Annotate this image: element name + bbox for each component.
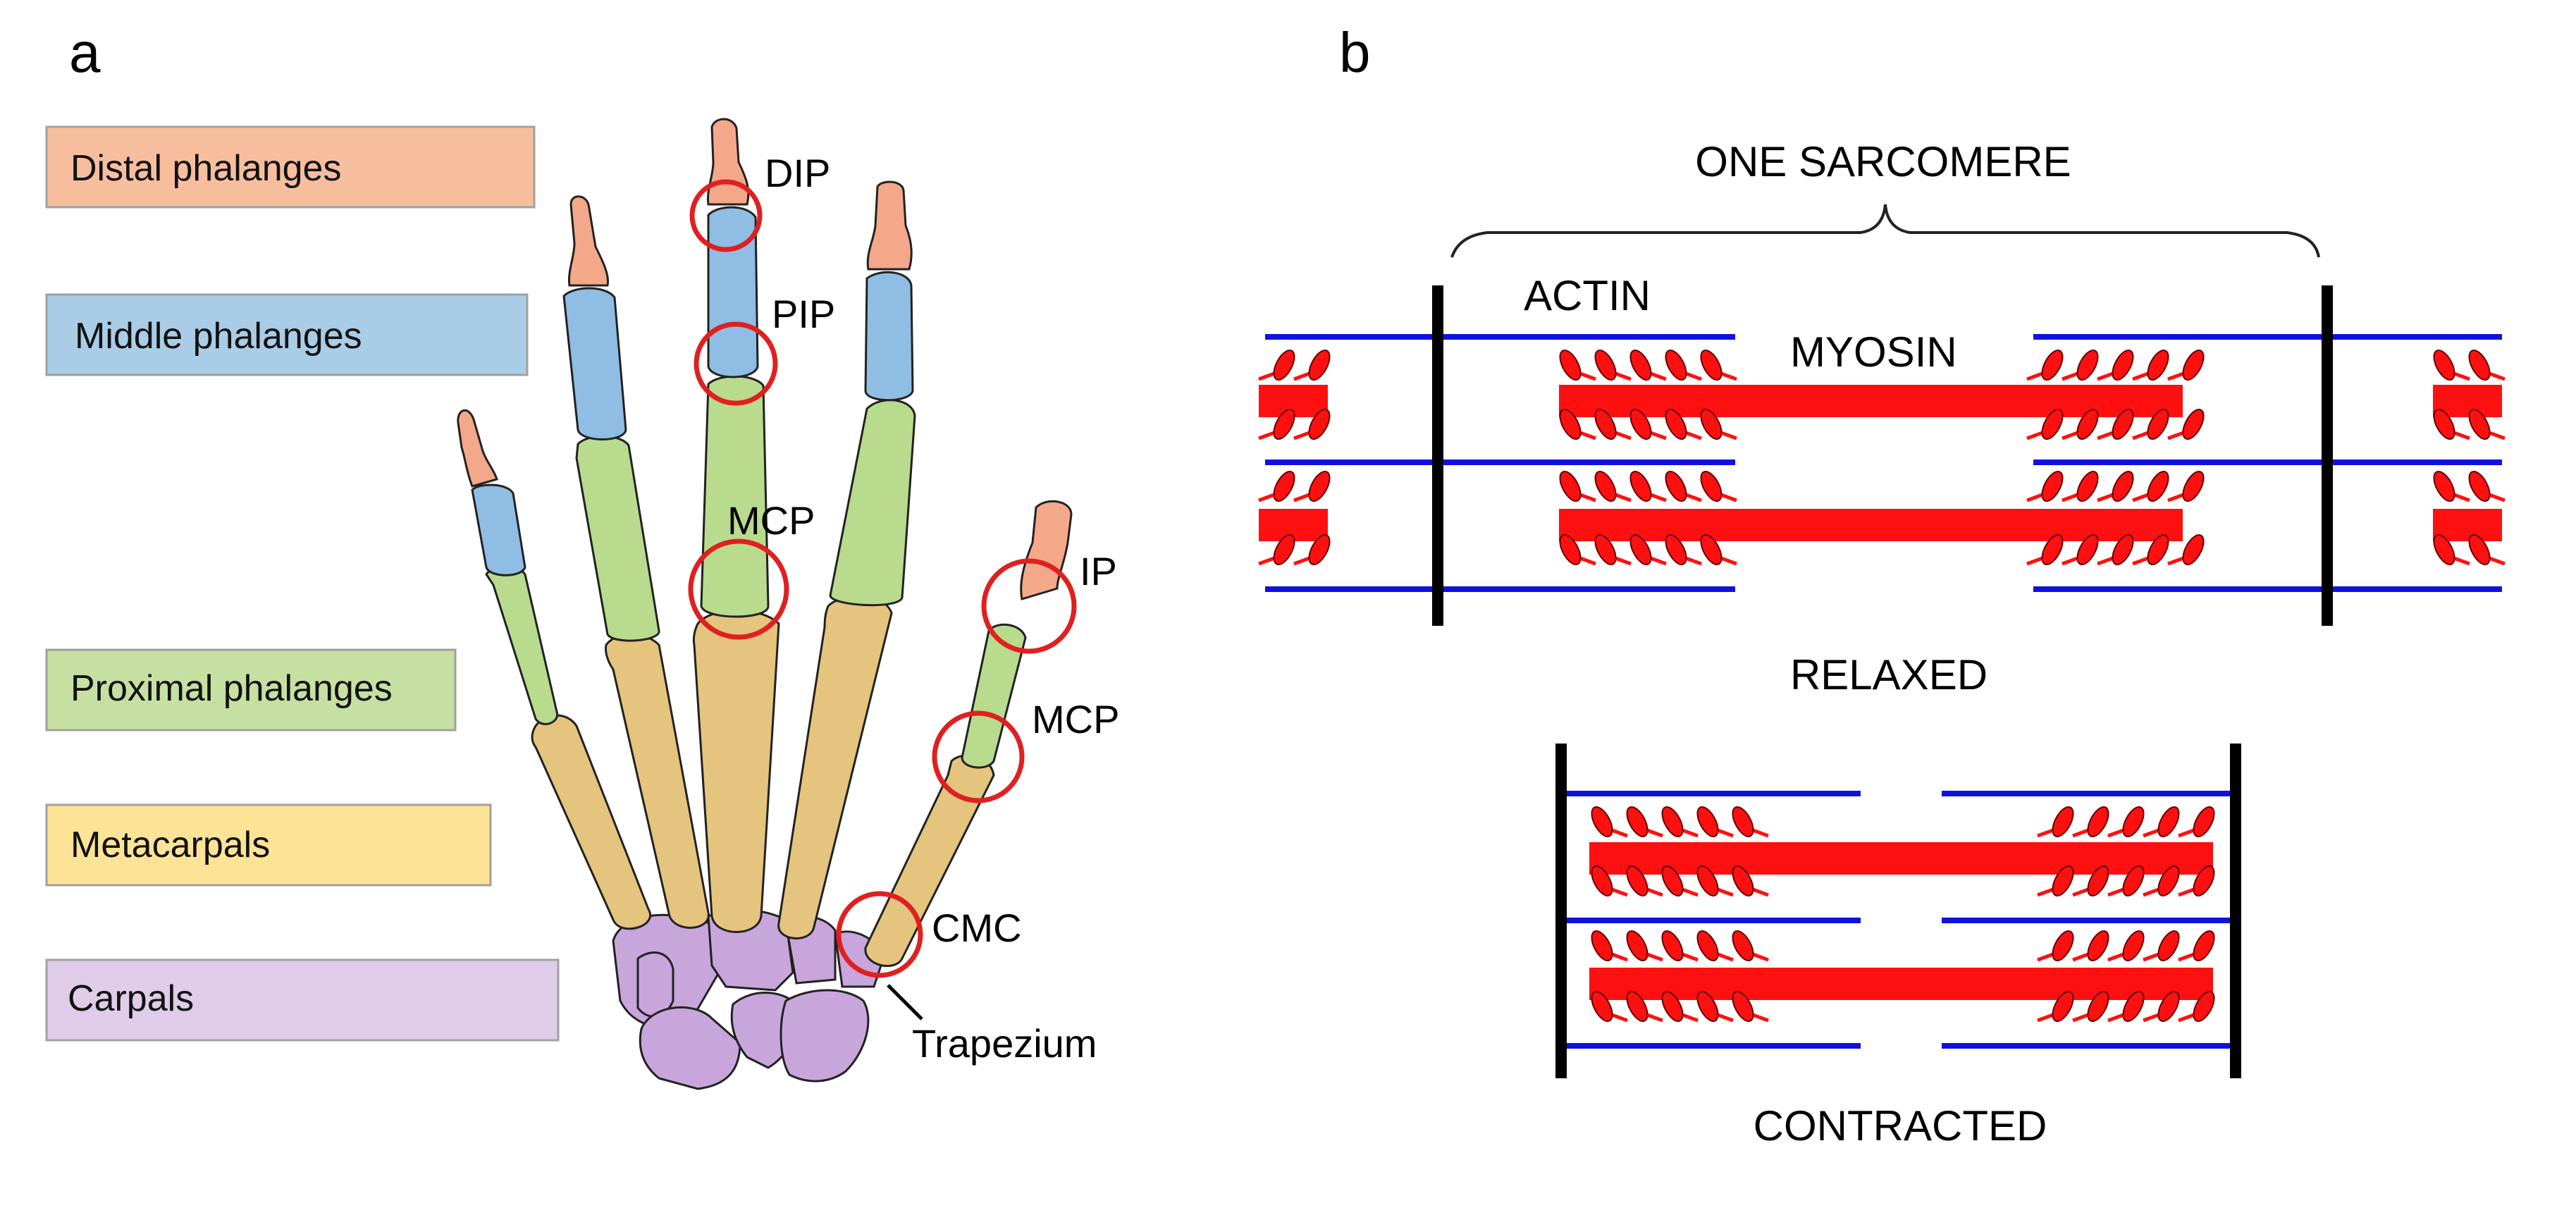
myosin-head xyxy=(2027,469,2067,505)
myosin-head xyxy=(2133,347,2173,383)
relaxed-actin-filaments xyxy=(1265,334,2502,592)
label-dip: DIP xyxy=(765,151,830,195)
myosin-head xyxy=(2168,347,2208,383)
panel-a-letter: a xyxy=(69,21,101,84)
label-ip: IP xyxy=(1080,549,1117,593)
contracted-actin-filaments xyxy=(1561,791,2236,1049)
myosin-head xyxy=(1693,804,1733,840)
legend-proximal-label: Proximal phalanges xyxy=(70,668,393,709)
myosin-head xyxy=(1294,469,1334,505)
myosin-head xyxy=(2465,347,2505,383)
myosin-head xyxy=(2429,347,2470,383)
myosin-head xyxy=(1728,804,1768,840)
label-cmc: CMC xyxy=(932,906,1022,950)
legend-metacarpal: Metacarpals xyxy=(45,803,492,887)
legend-distal: Distal phalanges xyxy=(45,125,536,209)
label-pip: PIP xyxy=(772,292,835,336)
myosin-head xyxy=(1728,928,1768,964)
myosin-head xyxy=(1591,347,1631,383)
myosin-head xyxy=(2062,347,2102,383)
myosin-head xyxy=(1555,347,1596,383)
myosin-head xyxy=(2143,928,2183,964)
myosin-head xyxy=(1696,347,1737,383)
label-mcp-finger: MCP xyxy=(727,498,815,543)
panel-b-letter: b xyxy=(1339,21,1371,84)
joint-mcp-thumb xyxy=(932,710,1025,803)
joint-dip xyxy=(689,179,763,252)
myosin-head xyxy=(2097,347,2138,383)
legend-middle: Middle phalanges xyxy=(45,293,529,376)
myosin-head xyxy=(1658,928,1698,964)
legend-proximal: Proximal phalanges xyxy=(45,648,457,732)
metacarpal-bones xyxy=(531,595,995,968)
label-relaxed: RELAXED xyxy=(1790,651,1988,698)
myosin-head xyxy=(2168,469,2208,505)
myosin-head xyxy=(2062,469,2102,505)
relaxed-z-lines xyxy=(1432,285,2333,626)
joint-markers xyxy=(688,179,1077,978)
myosin-head xyxy=(2108,928,2148,964)
proximal-phalanx-bones xyxy=(485,375,1027,769)
sarcomere-brace xyxy=(1450,204,2320,258)
label-mcp-thumb: MCP xyxy=(1032,697,1119,741)
myosin-head xyxy=(2429,469,2470,505)
myosin-head xyxy=(2038,804,2078,840)
myosin-head xyxy=(2108,804,2148,840)
myosin-head xyxy=(1259,347,1299,383)
legend-metacarpal-label: Metacarpals xyxy=(70,825,270,865)
relaxed-myosin-filaments xyxy=(1259,385,2502,541)
myosin-head xyxy=(1658,804,1698,840)
joint-mcp-finger xyxy=(688,538,789,640)
myosin-head xyxy=(2178,804,2219,840)
label-myosin: MYOSIN xyxy=(1790,328,1957,376)
contracted-sarcomere xyxy=(1555,744,2241,1078)
myosin-head xyxy=(2133,469,2173,505)
myosin-head xyxy=(1661,469,1701,505)
myosin-head xyxy=(2027,347,2067,383)
myosin-head xyxy=(1587,928,1627,964)
myosin-head xyxy=(1696,469,1737,505)
myosin-head xyxy=(2178,928,2219,964)
joint-pip xyxy=(694,321,778,406)
myosin-head xyxy=(2465,469,2505,505)
myosin-head xyxy=(1661,347,1701,383)
myosin-head xyxy=(2143,804,2183,840)
trapezium-pointer xyxy=(887,984,923,1020)
joint-ip xyxy=(981,558,1077,654)
joint-cmc xyxy=(836,891,923,978)
middle-phalanx-bones xyxy=(471,206,914,576)
legend-carpal: Carpals xyxy=(45,958,560,1042)
label-actin: ACTIN xyxy=(1524,272,1651,319)
myosin-head xyxy=(1591,469,1631,505)
myosin-head xyxy=(1587,804,1627,840)
contracted-z-lines xyxy=(1555,744,2241,1078)
legend-distal-label: Distal phalanges xyxy=(70,148,341,189)
myosin-head xyxy=(1622,928,1663,964)
label-trapezium: Trapezium xyxy=(912,1021,1097,1066)
contracted-myosin-filaments xyxy=(1589,842,2213,1000)
myosin-head xyxy=(1555,469,1596,505)
myosin-head xyxy=(2073,804,2113,840)
myosin-head xyxy=(2097,469,2138,505)
label-contracted: CONTRACTED xyxy=(1754,1102,2047,1149)
relaxed-sarcomere xyxy=(1259,285,2505,626)
myosin-head xyxy=(1693,928,1733,964)
myosin-head xyxy=(1626,469,1666,505)
myosin-head xyxy=(1259,469,1299,505)
legend-carpal-label: Carpals xyxy=(68,978,194,1019)
hand-skeleton xyxy=(457,118,1073,1090)
myosin-head xyxy=(1294,347,1334,383)
label-one-sarcomere: ONE SARCOMERE xyxy=(1695,138,2071,185)
legend-middle-label: Middle phalanges xyxy=(75,316,362,357)
carpal-bones xyxy=(612,908,886,1090)
myosin-head xyxy=(1626,347,1666,383)
myosin-head xyxy=(2073,928,2113,964)
myosin-head xyxy=(1622,804,1663,840)
myosin-head xyxy=(2038,928,2078,964)
